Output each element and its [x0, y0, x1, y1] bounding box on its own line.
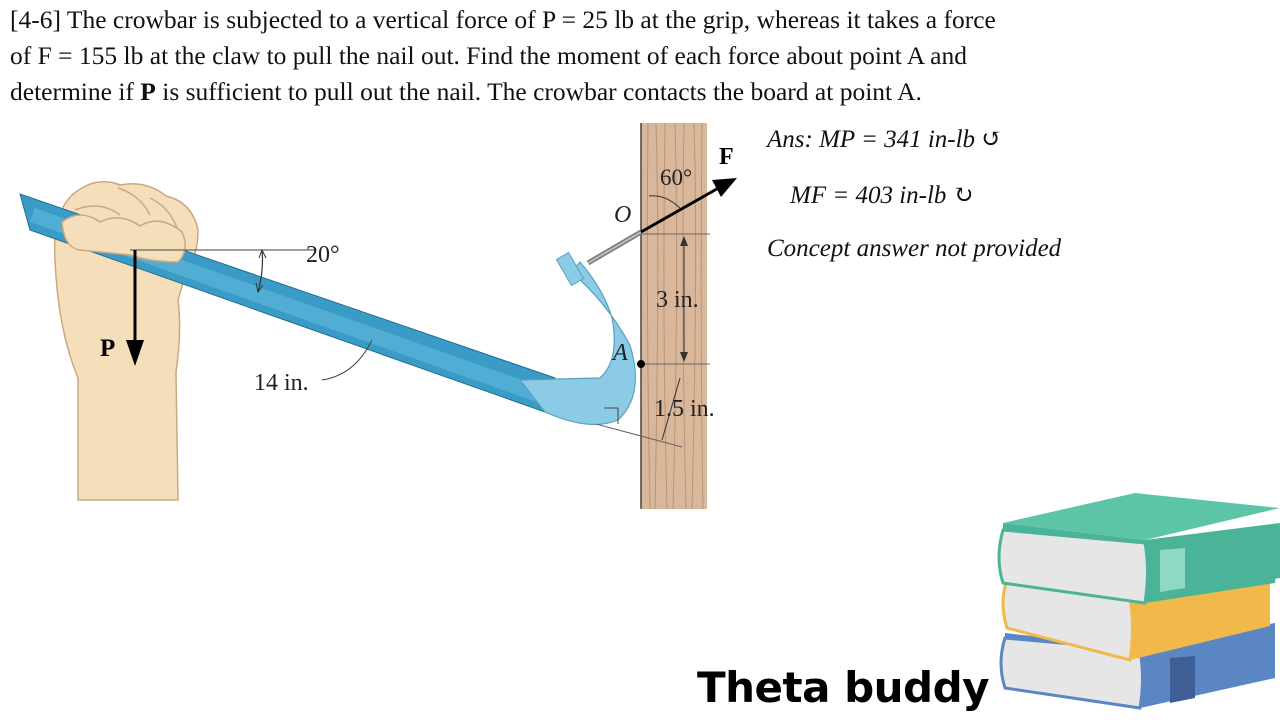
problem-line-3: determine if P is sufficient to pull out…: [10, 74, 1125, 110]
problem-line-1: [4-6] The crowbar is subjected to a vert…: [10, 5, 996, 34]
problem-line-3-a: determine if: [10, 77, 141, 106]
force-p-label: P: [100, 335, 115, 362]
point-a-dot: [637, 360, 645, 368]
problem-line-3-b: is sufficient to pull out the nail. The …: [155, 77, 922, 106]
force-f-arrow: [640, 184, 723, 234]
problem-line-3-bold: P: [140, 77, 156, 106]
crowbar-claw: [518, 261, 636, 426]
books-logo-icon: [997, 493, 1280, 710]
len-bar-label: 14 in.: [254, 370, 309, 396]
problem-line-2: of F = 155 lb at the claw to pull the na…: [10, 41, 967, 70]
angle-bar-label: 20°: [306, 242, 340, 268]
point-a-label: A: [611, 340, 628, 366]
answer-concept: Concept answer not provided: [767, 235, 1062, 262]
force-f-label: F: [719, 144, 734, 170]
wood-grain: [646, 122, 704, 510]
answer-mp: Ans: MP = 341 in-lb ↺: [767, 126, 1003, 153]
point-o-label: O: [614, 202, 631, 228]
brand-name: Theta buddy: [697, 663, 990, 712]
crowbar-diagram: 20° P 14 in. 3 in. A 1.5 in. F 60° O: [19, 122, 737, 510]
len-vert-label: 3 in.: [656, 287, 699, 313]
angle-nail-label: 60°: [660, 165, 692, 190]
problem-statement: [4-6] The crowbar is subjected to a vert…: [10, 2, 1125, 110]
len-perp-label: 1.5 in.: [654, 396, 715, 422]
answer-mf: MF = 403 in-lb ↻: [790, 182, 974, 209]
